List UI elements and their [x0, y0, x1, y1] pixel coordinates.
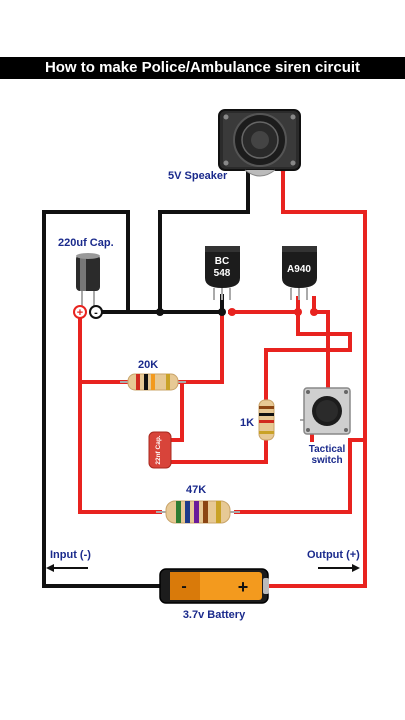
- resistor-1k-label: 1K: [240, 417, 254, 429]
- switch-label-line1: Tactical: [309, 444, 346, 455]
- battery-minus-sign: -: [181, 578, 186, 595]
- output-label: Output (+): [307, 549, 360, 561]
- wire-1k-to-bus: [264, 348, 352, 404]
- battery: - +: [159, 568, 269, 604]
- bc548-label-line1: BC: [215, 256, 229, 267]
- resistor-47k: [156, 500, 240, 524]
- wire-20k-to-bc548: [176, 310, 224, 384]
- junction-dot: [218, 308, 226, 316]
- diagram-title: How to make Police/Ambulance siren circu…: [0, 57, 405, 79]
- resistor-20k: [120, 373, 186, 391]
- output-arrow: [318, 564, 360, 572]
- cap-plus-sign: +: [77, 307, 83, 319]
- junction-dots: [156, 164, 318, 316]
- speaker: [218, 109, 301, 177]
- capacitor-22nf-label: 22nf Cap.: [155, 435, 162, 464]
- battery-plus-sign: +: [238, 577, 249, 597]
- input-arrow: [46, 564, 88, 572]
- wire-cap-to-47k: [78, 310, 162, 514]
- tactical-switch: [300, 387, 351, 435]
- junction-dot: [294, 308, 302, 316]
- wire-a940-emitter: [312, 296, 330, 388]
- resistor-47k-label: 47K: [186, 484, 206, 496]
- switch-label-line2: switch: [311, 455, 342, 466]
- wire-left-frame: [42, 210, 162, 588]
- capacitor-22nf: 22nf Cap.: [148, 431, 172, 469]
- wire-to-22nf: [170, 380, 184, 442]
- wire-22nf-to-1k: [170, 434, 268, 464]
- capacitor-220uf-label: 220uf Cap.: [58, 237, 114, 249]
- wire-speaker-positive: [266, 166, 367, 588]
- input-label: Input (-): [50, 549, 91, 561]
- resistor-20k-label: 20K: [138, 359, 158, 371]
- wire-speaker-negative: [158, 163, 250, 314]
- junction-dot: [310, 308, 318, 316]
- junction-dot: [156, 308, 164, 316]
- battery-label: 3.7v Battery: [183, 609, 246, 621]
- bc548-label-line2: 548: [214, 268, 231, 279]
- a940-label: A940: [287, 264, 311, 275]
- resistor-1k: [258, 399, 275, 441]
- transistor-bc548: [205, 246, 240, 300]
- junction-dot: [228, 308, 236, 316]
- wire-47k-to-rail: [234, 438, 352, 514]
- cap-minus-sign: -: [94, 307, 98, 319]
- transistor-a940: [282, 246, 317, 300]
- capacitor-220uf: + -: [73, 253, 103, 319]
- speaker-label: 5V Speaker: [168, 170, 228, 182]
- wire-a940-collector: [296, 296, 352, 352]
